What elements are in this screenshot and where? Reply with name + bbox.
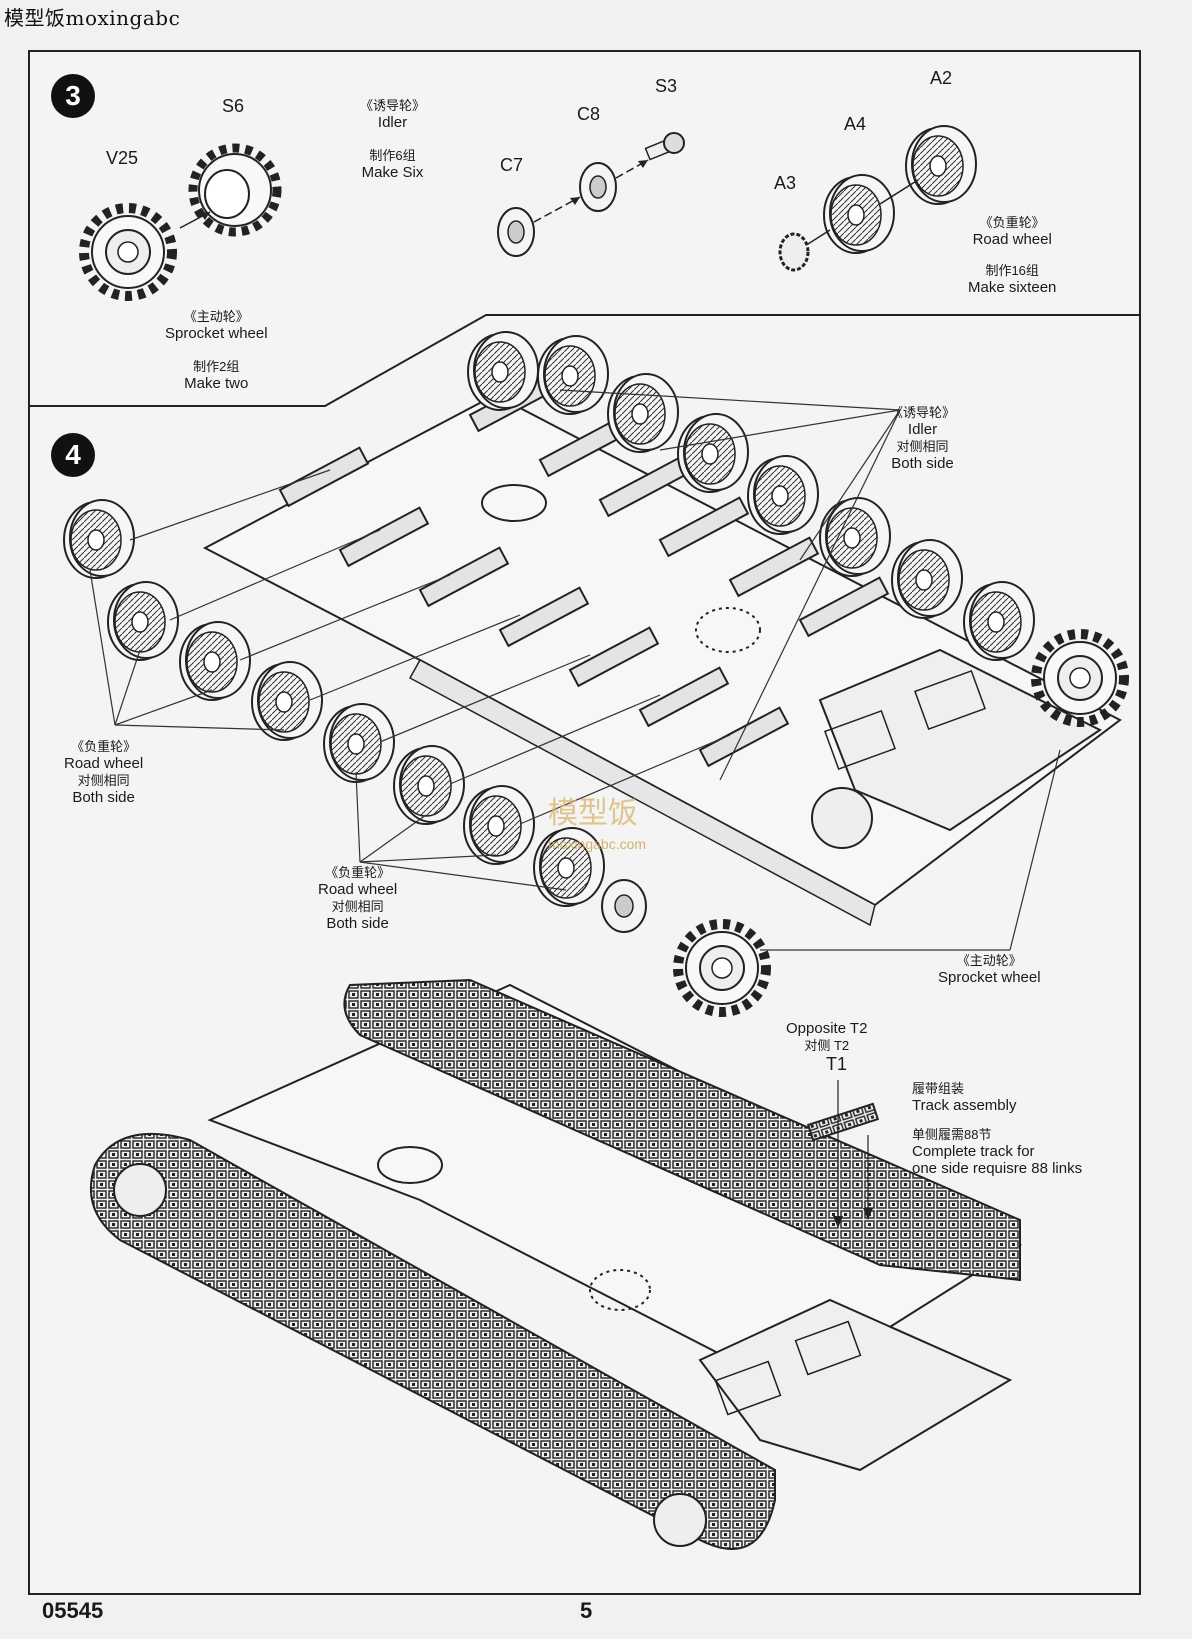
sprocket-part-v25 [84, 208, 172, 296]
page-number: 5 [580, 1598, 593, 1623]
road-wheel-caption: 《负重轮》 Road wheel 制作16组 Make sixteen [968, 215, 1057, 296]
idler-part-c7 [497, 207, 535, 257]
sprocket-part-s6 [188, 143, 282, 237]
part-label-s6: S6 [222, 96, 245, 116]
track-link-t1 [806, 1102, 880, 1142]
road-wheel-part-a3 [778, 232, 810, 272]
watermark-url: moxingabc.com [548, 836, 647, 852]
sprocket-caption: 《主动轮》 Sprocket wheel 制作2组 Make two [165, 309, 268, 392]
step-number-4: 4 [51, 433, 95, 477]
part-label-s3: S3 [655, 76, 678, 96]
part-label-a2: A2 [930, 68, 953, 88]
product-code: 05545 [42, 1598, 104, 1623]
road-wheel-part-a2 [905, 125, 977, 205]
part-label-v25: V25 [106, 148, 139, 168]
part-label-a4: A4 [844, 114, 867, 134]
step-number-3: 3 [51, 74, 95, 118]
idler-part-c8 [579, 162, 617, 212]
track-opposite-caption: Opposite T2 对侧 T2 [786, 1020, 868, 1053]
part-label-c8: C8 [577, 104, 601, 124]
assembled-tank [89, 978, 1023, 1550]
idler-caption: 《诱导轮》 Idler 制作6组 Make Six [360, 98, 426, 181]
step4-road-wheel-left-caption: 《负重轮》 Road wheel 对侧相同 Both side [64, 739, 144, 806]
road-wheel-part-a4 [823, 174, 895, 254]
part-label-a3: A3 [774, 173, 797, 193]
step4-idler-caption: 《诱导轮》 Idler 对侧相同 Both side [890, 405, 956, 472]
step4-road-wheel-mid-caption: 《负重轮》 Road wheel 对侧相同 Both side [318, 865, 398, 932]
sprocket-near [678, 924, 766, 1012]
part-label-c7: C7 [500, 155, 524, 175]
watermark-center: 模型饭 [548, 796, 638, 831]
hull-exploded [202, 371, 1122, 927]
part-label-t1: T1 [826, 1054, 848, 1074]
step4-sprocket-caption: 《主动轮》 Sprocket wheel [938, 953, 1041, 986]
idler-near [601, 879, 647, 933]
track-assembly-caption: 履带组装 Track assembly 单侧履需88节 Complete tra… [912, 1081, 1083, 1177]
watermark-top: 模型饭moxingabc [4, 6, 181, 30]
idler-part-s3 [644, 132, 685, 161]
